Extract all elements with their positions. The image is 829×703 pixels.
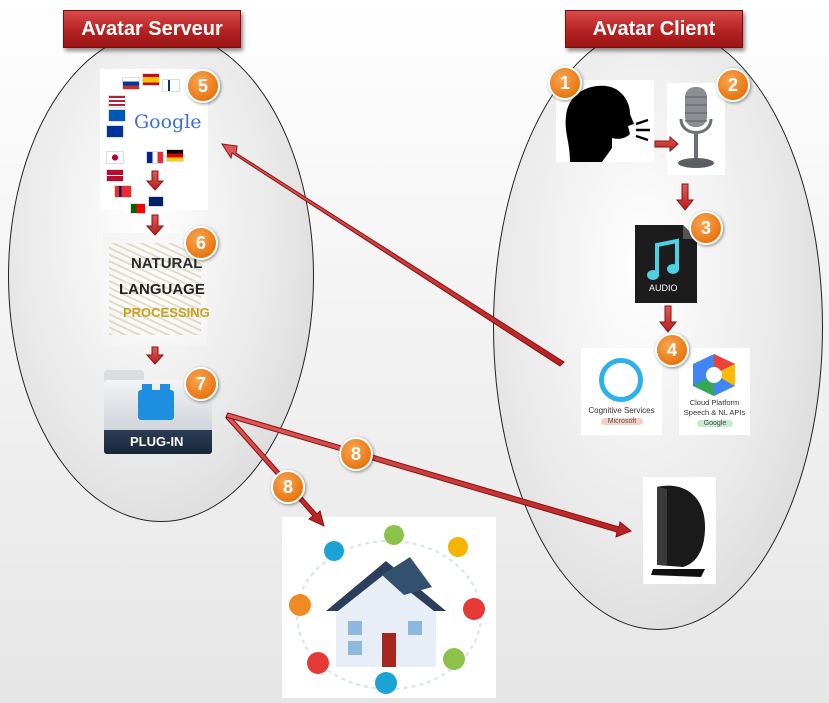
step-badge-8-home: 8 bbox=[271, 470, 305, 504]
arrow-audio-to-apis bbox=[658, 305, 678, 333]
nlp-word-language: LANGUAGE bbox=[119, 281, 205, 298]
step-badge-6: 6 bbox=[184, 226, 218, 260]
speaking-head-svg bbox=[565, 85, 650, 162]
step-badge-8-speaker: 8 bbox=[339, 437, 373, 471]
flag-icon bbox=[122, 77, 140, 90]
cognitive-ring-icon bbox=[599, 358, 643, 402]
arrow-plugin-to-home bbox=[225, 415, 325, 527]
smart-home-icon bbox=[282, 517, 496, 698]
step-badge-1: 1 bbox=[548, 66, 582, 100]
plugin-label: PLUG-IN bbox=[130, 434, 184, 449]
flag-icon bbox=[106, 125, 124, 138]
step-badge-2: 2 bbox=[716, 68, 750, 102]
step-badge-5: 5 bbox=[186, 69, 220, 103]
flag-icon bbox=[146, 151, 164, 164]
flag-icon bbox=[166, 149, 184, 162]
plugin-label-bar bbox=[104, 430, 212, 454]
google-cloud-hex-icon bbox=[693, 354, 735, 396]
arrow-google-to-english bbox=[145, 170, 165, 191]
step-badge-7: 7 bbox=[184, 367, 218, 401]
arrow-plugin-to-speaker bbox=[225, 412, 632, 538]
cloud-title-2: Speech & NL APIs bbox=[683, 408, 746, 417]
smart-home-svg bbox=[289, 525, 485, 694]
speaker-device-icon bbox=[643, 477, 716, 584]
audio-file-svg bbox=[635, 225, 697, 303]
microphone-icon bbox=[667, 83, 725, 175]
arrow-nlp-to-plugin bbox=[145, 346, 165, 365]
arrow-speech-to-mic bbox=[654, 135, 679, 153]
arrow-english-to-nlp bbox=[145, 214, 165, 236]
microphone-svg bbox=[678, 87, 714, 168]
client-banner: Avatar Client bbox=[565, 10, 743, 48]
google-logo: Google bbox=[134, 111, 202, 133]
flag-icon bbox=[162, 79, 180, 92]
server-banner: Avatar Serveur bbox=[63, 10, 241, 48]
word-cloud-texture bbox=[109, 243, 201, 335]
step-badge-4: 4 bbox=[655, 333, 689, 367]
arrow-apis-to-server bbox=[220, 143, 565, 367]
flag-icon bbox=[114, 185, 132, 198]
cloud-title-1: Cloud Platform bbox=[689, 398, 740, 407]
cognitive-title: Cognitive Services bbox=[588, 406, 655, 415]
flag-icon bbox=[108, 95, 126, 108]
nlp-word-natural: NATURAL bbox=[131, 255, 203, 272]
uk-flag-icon bbox=[148, 196, 164, 207]
cloud-vendor: Google bbox=[697, 420, 733, 427]
flag-icon bbox=[106, 169, 124, 182]
google-cloud-logo: Cloud Platform Speech & NL APIs Google bbox=[679, 348, 750, 435]
speaker-svg bbox=[651, 485, 705, 577]
step-badge-3: 3 bbox=[689, 211, 723, 245]
plugin-peg bbox=[142, 384, 152, 392]
flag-icon bbox=[130, 203, 146, 214]
nlp-word-processing: PROCESSING bbox=[123, 305, 210, 320]
flag-icon bbox=[108, 109, 126, 122]
plugin-peg bbox=[160, 384, 170, 392]
arrow-mic-to-audio bbox=[675, 183, 695, 211]
flag-icon bbox=[106, 151, 124, 164]
audio-label: AUDIO bbox=[649, 283, 678, 293]
cognitive-vendor: Microsoft bbox=[601, 418, 643, 425]
audio-file-icon: AUDIO bbox=[633, 223, 699, 305]
microsoft-cognitive-logo: Cognitive Services Microsoft bbox=[581, 348, 662, 435]
flag-icon bbox=[142, 73, 160, 86]
plugin-block-icon bbox=[138, 390, 174, 420]
